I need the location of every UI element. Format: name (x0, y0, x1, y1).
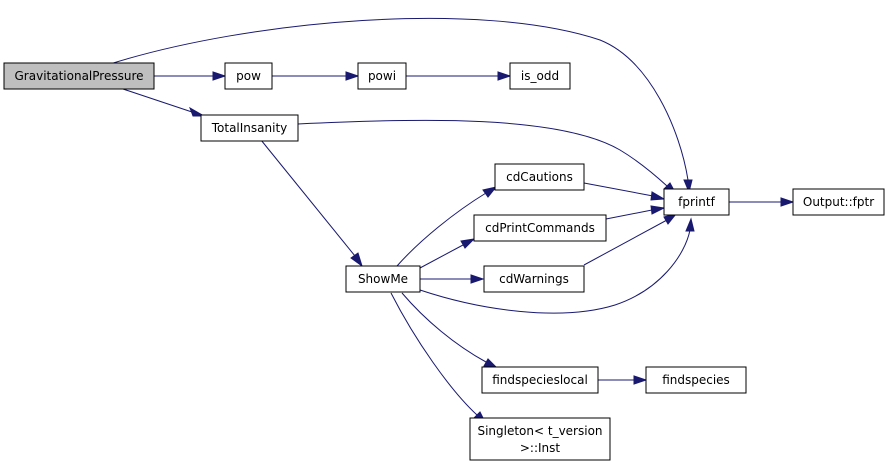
node-label: GravitationalPressure (15, 69, 144, 83)
node-cdprintcommands[interactable]: cdPrintCommands (473, 214, 607, 242)
node-label: Output::fptr (803, 195, 874, 209)
node-is_odd[interactable]: is_odd (509, 62, 571, 90)
edge-pow-powi (272, 71, 360, 81)
node-label: powi (368, 69, 396, 83)
edge-fprintf-output_fptr (729, 197, 795, 207)
node-findspecieslocal[interactable]: findspecieslocal (481, 366, 599, 394)
edge-totalinsanity-fprintf (297, 119, 678, 196)
node-label: cdCautions (506, 170, 573, 184)
edge-showme-cdwarnings (420, 274, 485, 284)
edge-findspecieslocal-findspecies (598, 375, 648, 385)
node-pow[interactable]: pow (224, 62, 273, 90)
edge-showme-cdprintcommands (419, 238, 476, 269)
node-cdcautions[interactable]: cdCautions (494, 163, 585, 191)
node-label: fprintf (678, 195, 715, 209)
node-label: pow (236, 69, 261, 83)
edge-powi-is_odd (406, 71, 512, 81)
node-label: cdPrintCommands (485, 221, 595, 235)
node-label-line-2: >::Inst (520, 441, 561, 455)
node-label: findspecieslocal (492, 373, 588, 387)
edge-showme-findspecieslocal (401, 292, 498, 368)
node-label-line-1: Singleton< t_version (477, 424, 602, 438)
node-showme[interactable]: ShowMe (345, 265, 421, 293)
node-gravitationalpressure[interactable]: GravitationalPressure (3, 62, 155, 90)
edge-cdprintcommands-fprintf (605, 205, 666, 220)
edge-gravitationalpressure-totalinsanity (119, 87, 206, 117)
nodes: GravitationalPressure pow powi is_odd To… (3, 62, 885, 461)
node-totalinsanity[interactable]: TotalInsanity (200, 114, 299, 142)
edge-gravitationalpressure-pow (154, 71, 227, 81)
node-singleton_inst[interactable]: Singleton< t_version >::Inst (469, 417, 611, 461)
node-output_fptr[interactable]: Output::fptr (792, 188, 885, 216)
edge-showme-fprintf (419, 217, 695, 314)
node-powi[interactable]: powi (357, 62, 407, 90)
node-label: cdWarnings (499, 272, 569, 286)
node-label: TotalInsanity (211, 121, 288, 135)
node-label: is_odd (521, 69, 559, 83)
node-cdwarnings[interactable]: cdWarnings (483, 265, 585, 293)
node-label: ShowMe (358, 272, 408, 286)
edge-cdwarnings-fprintf (583, 213, 678, 266)
node-findspecies[interactable]: findspecies (645, 366, 747, 394)
edge-gravitationalpressure-fprintf (109, 17, 693, 194)
edges (109, 17, 795, 426)
node-label: findspecies (662, 373, 730, 387)
edge-totalinsanity-showme (260, 139, 363, 268)
edge-showme-cdcautions (396, 186, 498, 267)
edge-cdcautions-fprintf (583, 182, 666, 201)
node-fprintf[interactable]: fprintf (663, 188, 730, 216)
edge-showme-singleton_inst (390, 292, 488, 426)
